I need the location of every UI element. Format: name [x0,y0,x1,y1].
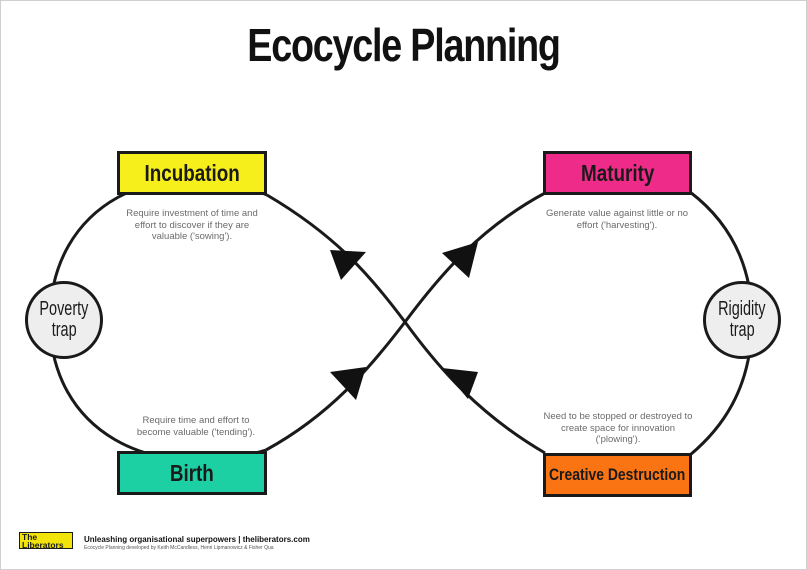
footer-tagline: Unleashing organisational superpowers | … [84,535,310,544]
stage-incubation-label: Incubation [144,159,240,186]
stage-creative-destruction: Creative Destruction [543,453,692,497]
logo-line2: Liberators [22,540,64,549]
arrowhead-destruction-upward [442,368,478,399]
stage-incubation: Incubation [117,151,267,195]
cross-curve-incubation-to-destruction [266,193,546,455]
stage-birth: Birth [117,451,267,495]
cross-curve-birth-to-maturity [265,191,546,452]
logo-line1: The [22,532,38,542]
creative-destruction-description: Need to be stopped or destroyed to creat… [543,411,693,445]
footer-credit: Ecocycle Planning developed by Keith McC… [84,545,274,551]
rigidity-trap-line2: trap [729,319,755,341]
birth-description: Require time and effort to become valuab… [136,415,256,438]
incubation-description: Require investment of time and effort to… [126,208,258,242]
poverty-trap-line1: Poverty [39,298,89,320]
stage-creative-destruction-label: Creative Destruction [549,465,686,484]
stage-maturity: Maturity [543,151,692,195]
page-title: Ecocycle Planning [247,19,561,71]
stage-birth-label: Birth [169,459,214,486]
maturity-description: Generate value against little or no effo… [545,208,689,231]
liberators-logo: The Liberators [19,532,73,549]
arrowhead-birth-upward [330,367,366,400]
arrowhead-to-maturity [442,242,478,278]
arrowhead-to-incubation [330,250,366,280]
stage-maturity-label: Maturity [580,159,655,186]
rigidity-trap-line1: Rigidity [718,298,766,320]
poverty-trap-line2: trap [51,319,77,341]
